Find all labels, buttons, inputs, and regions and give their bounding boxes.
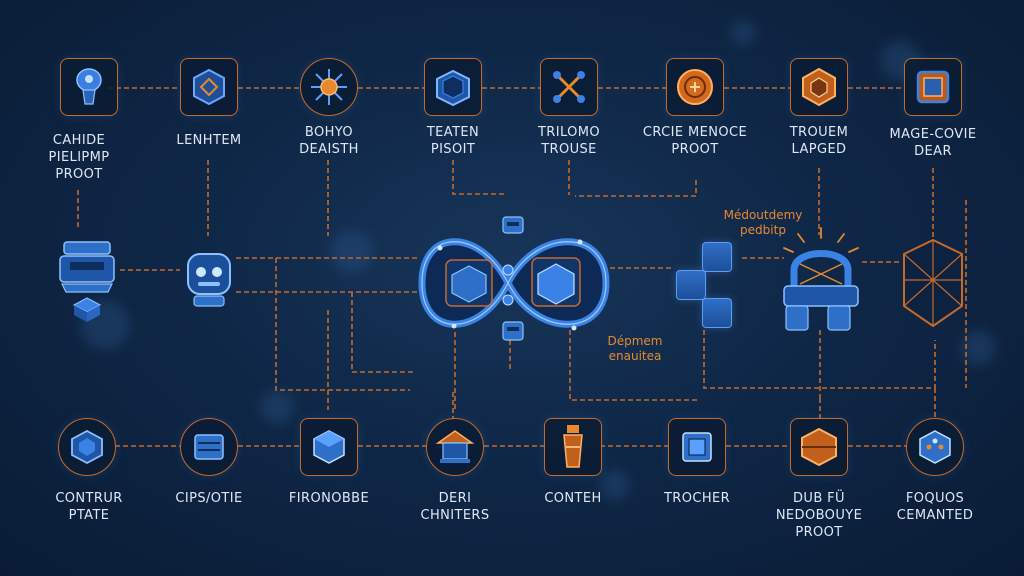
hexagon-chip-icon xyxy=(193,68,225,106)
cloud-block[interactable] xyxy=(702,242,732,272)
connector-line xyxy=(454,330,700,412)
bottom-label-3: Fironobbe xyxy=(288,491,370,506)
top-label-2: Lenhtem xyxy=(176,133,242,148)
top-node-8[interactable] xyxy=(904,58,962,116)
bottom-label-5: Conteh xyxy=(544,491,602,506)
connector-line xyxy=(120,257,420,410)
sun-burst-icon xyxy=(311,69,347,105)
hub-node-right xyxy=(531,257,581,307)
top-label-7: TrouemLapged xyxy=(789,125,849,157)
connector-line xyxy=(77,160,934,238)
orange-coin-icon xyxy=(677,69,713,105)
cloud-block[interactable] xyxy=(702,298,732,328)
top-node-7[interactable] xyxy=(790,58,848,116)
bottom-node-7[interactable] xyxy=(790,418,848,476)
cube-stack-icon xyxy=(682,432,712,462)
bottom-node-4[interactable] xyxy=(426,418,484,476)
padlock-icon[interactable] xyxy=(776,226,866,334)
bokeh-light xyxy=(260,390,294,424)
top-label-4: TeatenPisoit xyxy=(426,125,480,157)
grid-crate-icon xyxy=(916,70,950,104)
connector-line xyxy=(452,388,936,420)
bottom-label-8: FoquosCemanted xyxy=(896,491,974,523)
chip-icon xyxy=(502,321,524,341)
connector-line xyxy=(610,200,967,398)
temple-roof-icon xyxy=(435,430,475,463)
top-node-1[interactable] xyxy=(60,58,118,116)
cube-box-icon xyxy=(436,69,470,107)
bottom-label-4: DeriChniters xyxy=(420,491,490,523)
bottom-node-3[interactable] xyxy=(300,418,358,476)
top-label-3: BohyoDeaisth xyxy=(299,125,359,157)
server-crate-icon xyxy=(194,434,224,460)
bokeh-light xyxy=(600,470,630,500)
hub-node-left xyxy=(445,259,493,307)
blue-dice-icon xyxy=(919,430,951,464)
robot-face-icon xyxy=(187,253,231,307)
bokeh-light xyxy=(730,20,756,46)
bokeh-light xyxy=(330,230,374,274)
bottom-node-6[interactable] xyxy=(668,418,726,476)
top-label-5: TrilomoTrouse xyxy=(537,125,601,157)
bottom-label-2: Cips/otie xyxy=(175,491,243,506)
chip-icon xyxy=(502,216,524,234)
tower-icon xyxy=(563,425,583,468)
top-node-2[interactable] xyxy=(180,58,238,116)
gem-box-icon xyxy=(802,67,836,107)
bottom-node-8[interactable] xyxy=(906,418,964,476)
wireframe-crate-icon xyxy=(903,238,963,328)
layered-hex-icon xyxy=(71,429,103,465)
infinity-hub xyxy=(418,238,610,331)
bottom-label-1: ContrurPtate xyxy=(55,491,123,523)
bottom-node-1[interactable] xyxy=(58,418,116,476)
bottom-node-2[interactable] xyxy=(180,418,238,476)
alarm-bell-icon xyxy=(76,68,102,105)
cloud-block[interactable] xyxy=(676,270,706,300)
top-node-6[interactable] xyxy=(666,58,724,116)
top-label-6: Crcie MenoceProot xyxy=(642,125,748,157)
top-label-8: Mage-covieDear xyxy=(889,127,977,159)
top-node-3[interactable] xyxy=(300,58,358,116)
top-node-5[interactable] xyxy=(540,58,598,116)
blue-cube-icon xyxy=(313,430,345,464)
top-node-4[interactable] xyxy=(424,58,482,116)
bottom-label-6: Trocher xyxy=(663,491,731,506)
server-tower-icon xyxy=(59,241,115,322)
orange-crate-icon xyxy=(801,427,837,467)
bottom-node-5[interactable] xyxy=(544,418,602,476)
top-label-1: CahidePielipmpProot xyxy=(48,133,110,182)
bottom-label-7: Dub FüNedobouyeProot xyxy=(775,491,863,540)
cross-tools-icon xyxy=(553,71,585,103)
